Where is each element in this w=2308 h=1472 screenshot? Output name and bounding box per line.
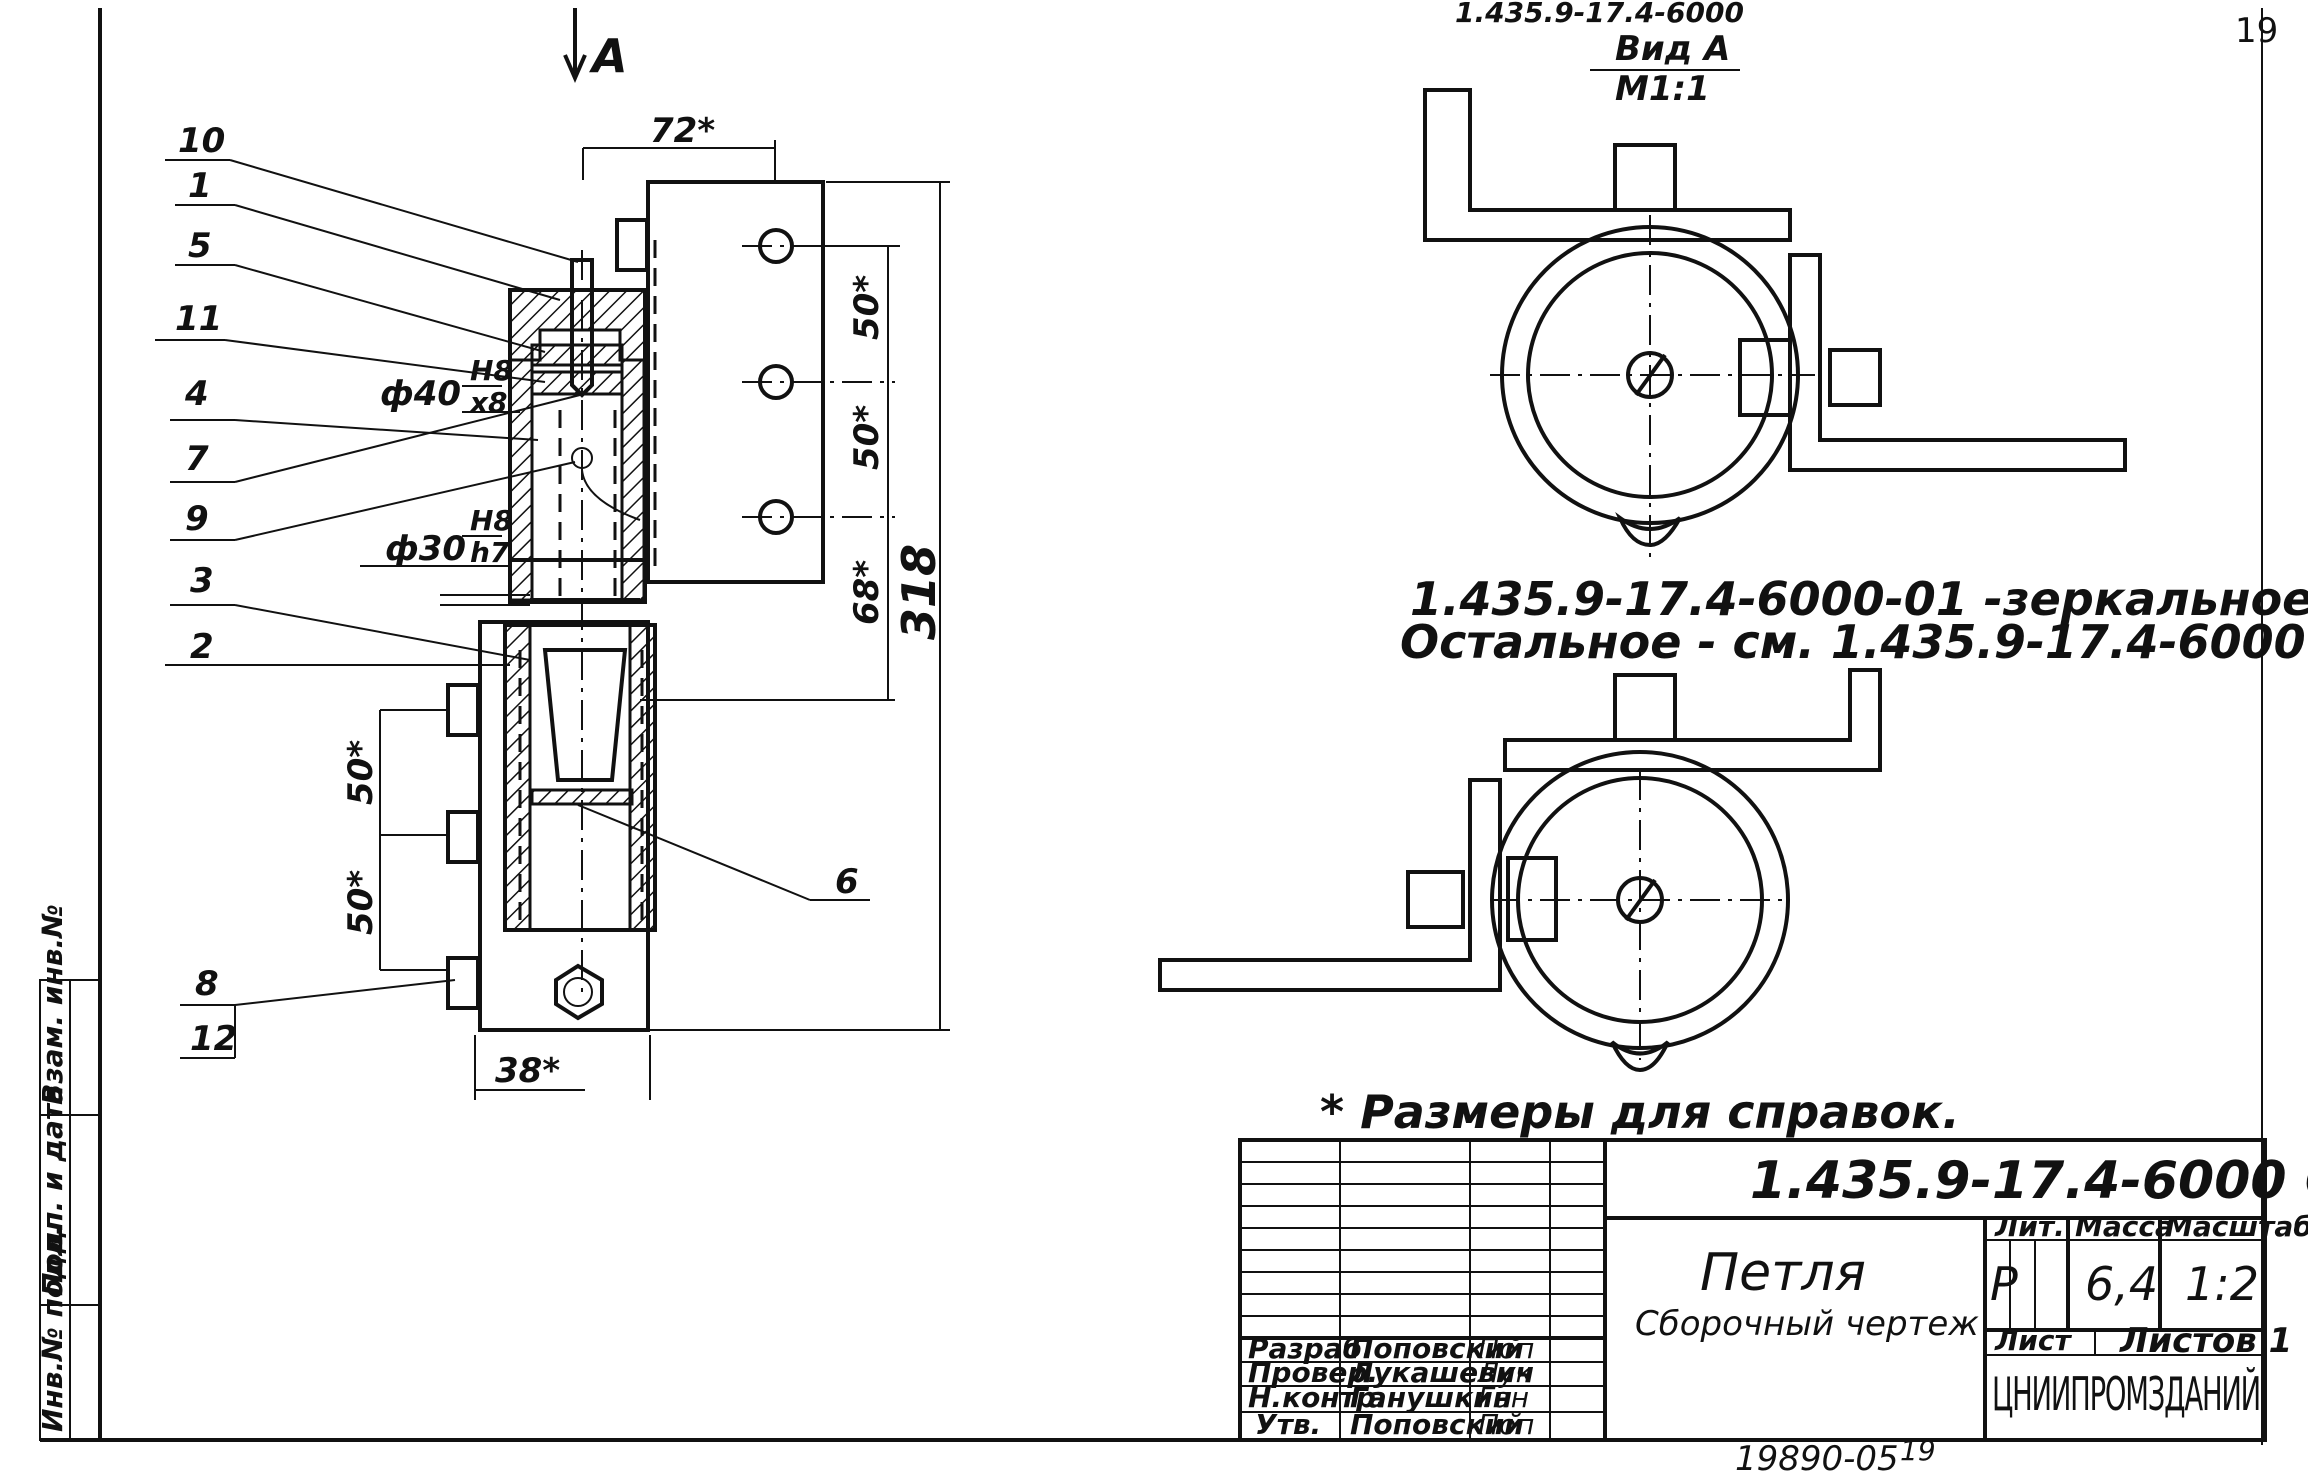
mass-value: 6,4	[2085, 1257, 2158, 1311]
leader-8-numerator: 8	[195, 964, 219, 1004]
lit-value: Р	[1990, 1257, 2018, 1311]
leader-10: 10	[178, 121, 225, 161]
upper-bolt-head	[615, 218, 649, 272]
dim-50-d: 50*	[341, 870, 381, 935]
scale-value: 1:2	[2185, 1257, 2259, 1311]
mirror-note-line2: Остальное - см. 1.435.9-17.4-6000	[1400, 615, 2306, 669]
mirror-note-line1: 1.435.9-17.4-6000-01 -зеркальное отр.	[1410, 572, 2308, 626]
leader-labels: 10 1 5 11 4 7 9 3 2	[155, 121, 870, 1059]
dim-50-c: 50*	[341, 740, 381, 805]
grease-nipple	[570, 258, 594, 398]
dim-72: 72*	[650, 111, 715, 151]
dim-68: 68*	[847, 560, 887, 625]
col-mass: Масса	[2075, 1210, 2174, 1243]
view-a-label: A	[589, 29, 628, 83]
sign-3: Ган	[1478, 1381, 1529, 1414]
role-4: Утв.	[1255, 1408, 1321, 1441]
leader-4: 4	[184, 374, 209, 414]
lower-bolt-head-1	[446, 683, 480, 737]
hex-nut	[554, 963, 604, 1021]
sheets-label: Листов 1	[2119, 1321, 2292, 1361]
view-a-top: 1.435.9-17.4-6000 Вид А М1:1	[1423, 0, 2127, 560]
dim-50-b: 50*	[847, 405, 887, 470]
footnote: * Размеры для справок.	[1320, 1085, 1960, 1139]
fit-30-bottom: h7	[470, 536, 510, 569]
stamp-replace-label: Взам. инв.№	[36, 904, 69, 1105]
leader-9: 9	[185, 499, 209, 539]
leader-3: 3	[190, 561, 214, 601]
sheet-number: 19	[2235, 11, 2278, 51]
doc-type: Сборочный чертеж	[1635, 1304, 1979, 1344]
mirror-leaf-upper	[1503, 668, 1882, 772]
organization: ЦНИИПРОМЗДАНИЙ	[1992, 1367, 2260, 1421]
fit-40-bottom: x8	[468, 386, 508, 419]
view-scale: М1:1	[1615, 69, 1710, 109]
leader-5: 5	[188, 226, 212, 266]
dim-318: 318	[892, 544, 946, 640]
side-stamp: Инв.№ подл. Подп. и дата Взам. инв.№	[36, 904, 101, 1441]
drawing-frame	[40, 8, 2265, 1445]
part-name: Петля	[1700, 1243, 1866, 1303]
col-lit: Лит.	[1994, 1210, 2065, 1243]
lower-bolt-head-2	[446, 810, 480, 864]
view-mirrored	[1158, 668, 1882, 1073]
role-3: Н.контр.	[1248, 1381, 1387, 1414]
sign-2: Лук	[1477, 1356, 1533, 1389]
leader-7: 7	[185, 439, 209, 479]
dim-50-a: 50*	[847, 275, 887, 340]
top-code-fragment: 1.435.9-17.4-6000	[1455, 0, 1744, 29]
fit-40-dia: ф40	[380, 374, 461, 414]
role-2: Провер.	[1248, 1356, 1378, 1389]
stamp-sign-label: Подп. и дата	[36, 1085, 69, 1296]
sign-4: Поп	[1478, 1408, 1535, 1441]
name-2: Лукашевич	[1349, 1356, 1535, 1389]
leader-12-denominator: 12	[190, 1019, 237, 1059]
leader-1: 1	[188, 166, 212, 206]
stamp-inv-label: Инв.№ подл.	[36, 1225, 69, 1432]
mirror-leaf-lower	[1158, 778, 1502, 992]
archive-suffix: 19	[1900, 1434, 1936, 1467]
lower-bolt-head-3	[446, 956, 480, 1010]
col-scale: Масштаб	[2165, 1210, 2308, 1243]
archive-number: 19890-05	[1735, 1439, 1899, 1472]
view-title: Вид А	[1615, 29, 1730, 69]
fit-30-top: H8	[470, 504, 513, 537]
section-view: A	[155, 8, 950, 1100]
fit-40-top: H8	[470, 354, 513, 387]
top-leaf-upper	[1423, 88, 1792, 242]
leader-2: 2	[190, 627, 214, 667]
title-block: Разраб. Поповский Поп Провер. Лукашевич …	[1238, 1138, 2308, 1442]
pintle	[542, 648, 628, 782]
leader-6: 6	[835, 862, 859, 902]
upper-leaf-plate	[646, 180, 825, 584]
name-4: Поповский	[1350, 1408, 1524, 1441]
sign-1: Поп	[1478, 1332, 1535, 1365]
leader-11: 11	[175, 299, 222, 339]
dim-38: 38*	[495, 1051, 560, 1091]
dimension-lines: 72* 50* 50* 68* 318 50* 50* 38* ф40 H8	[341, 111, 950, 1100]
fit-30-dia: ф30	[385, 529, 466, 569]
name-1: Поповский	[1350, 1332, 1524, 1365]
sheet-label: Лист	[1994, 1324, 2072, 1357]
role-1: Разраб.	[1248, 1332, 1373, 1365]
top-leaf-lower	[1788, 253, 2127, 472]
drawing-designation: 1.435.9-17.4-6000 СБ	[1750, 1151, 2308, 1211]
name-3: Ганушкин	[1350, 1381, 1512, 1414]
